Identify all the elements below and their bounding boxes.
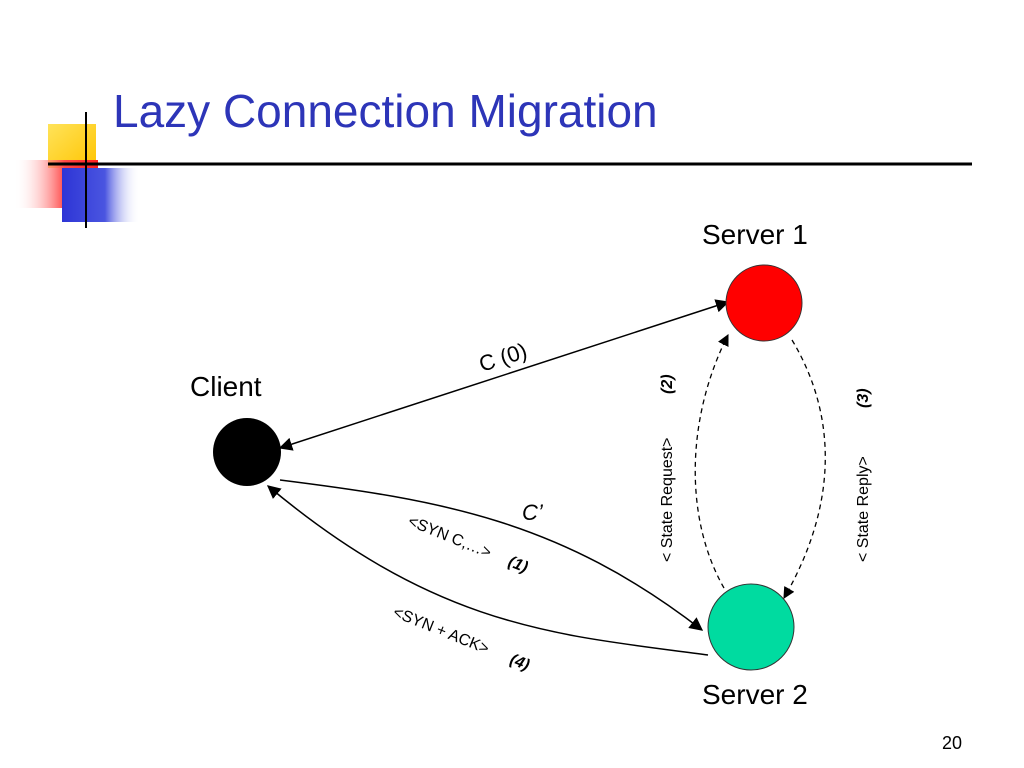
- edge-state-request: [694, 333, 729, 589]
- label-syn-step: (1): [506, 553, 531, 576]
- edge-state-reply: [783, 339, 826, 600]
- node-server2: [707, 583, 795, 671]
- label-state-request-step: (2): [659, 374, 676, 394]
- label-state-request: < State Request>: [659, 437, 676, 562]
- label-syn-ack: <SYN + ACK>: [391, 604, 492, 658]
- node-server1: [725, 264, 803, 342]
- label-c0: C (0): [476, 338, 530, 377]
- label-state-reply: < State Reply>: [855, 456, 872, 562]
- label-state-request-group: < State Request> (2): [659, 374, 676, 562]
- label-client: Client: [190, 371, 262, 402]
- label-state-reply-group: < State Reply> (3): [855, 388, 872, 562]
- edge-syn-ack: [266, 485, 709, 656]
- label-syn-ack-group: <SYN + ACK> (4): [391, 604, 532, 674]
- page-number: 20: [941, 733, 962, 753]
- label-syn-group: <SYN C,…> (1): [406, 513, 531, 577]
- slide-title: Lazy Connection Migration: [113, 85, 658, 137]
- label-server2: Server 2: [702, 679, 808, 710]
- node-client: [213, 418, 281, 486]
- label-c-prime: C’: [522, 500, 544, 525]
- edge-syn: [279, 479, 704, 631]
- label-state-reply-step: (3): [855, 388, 872, 408]
- label-server1: Server 1: [702, 219, 808, 250]
- label-syn: <SYN C,…>: [406, 513, 494, 562]
- edge-c0: [278, 299, 730, 451]
- corner-logo-icon: [14, 112, 972, 228]
- label-syn-ack-step: (4): [507, 651, 532, 674]
